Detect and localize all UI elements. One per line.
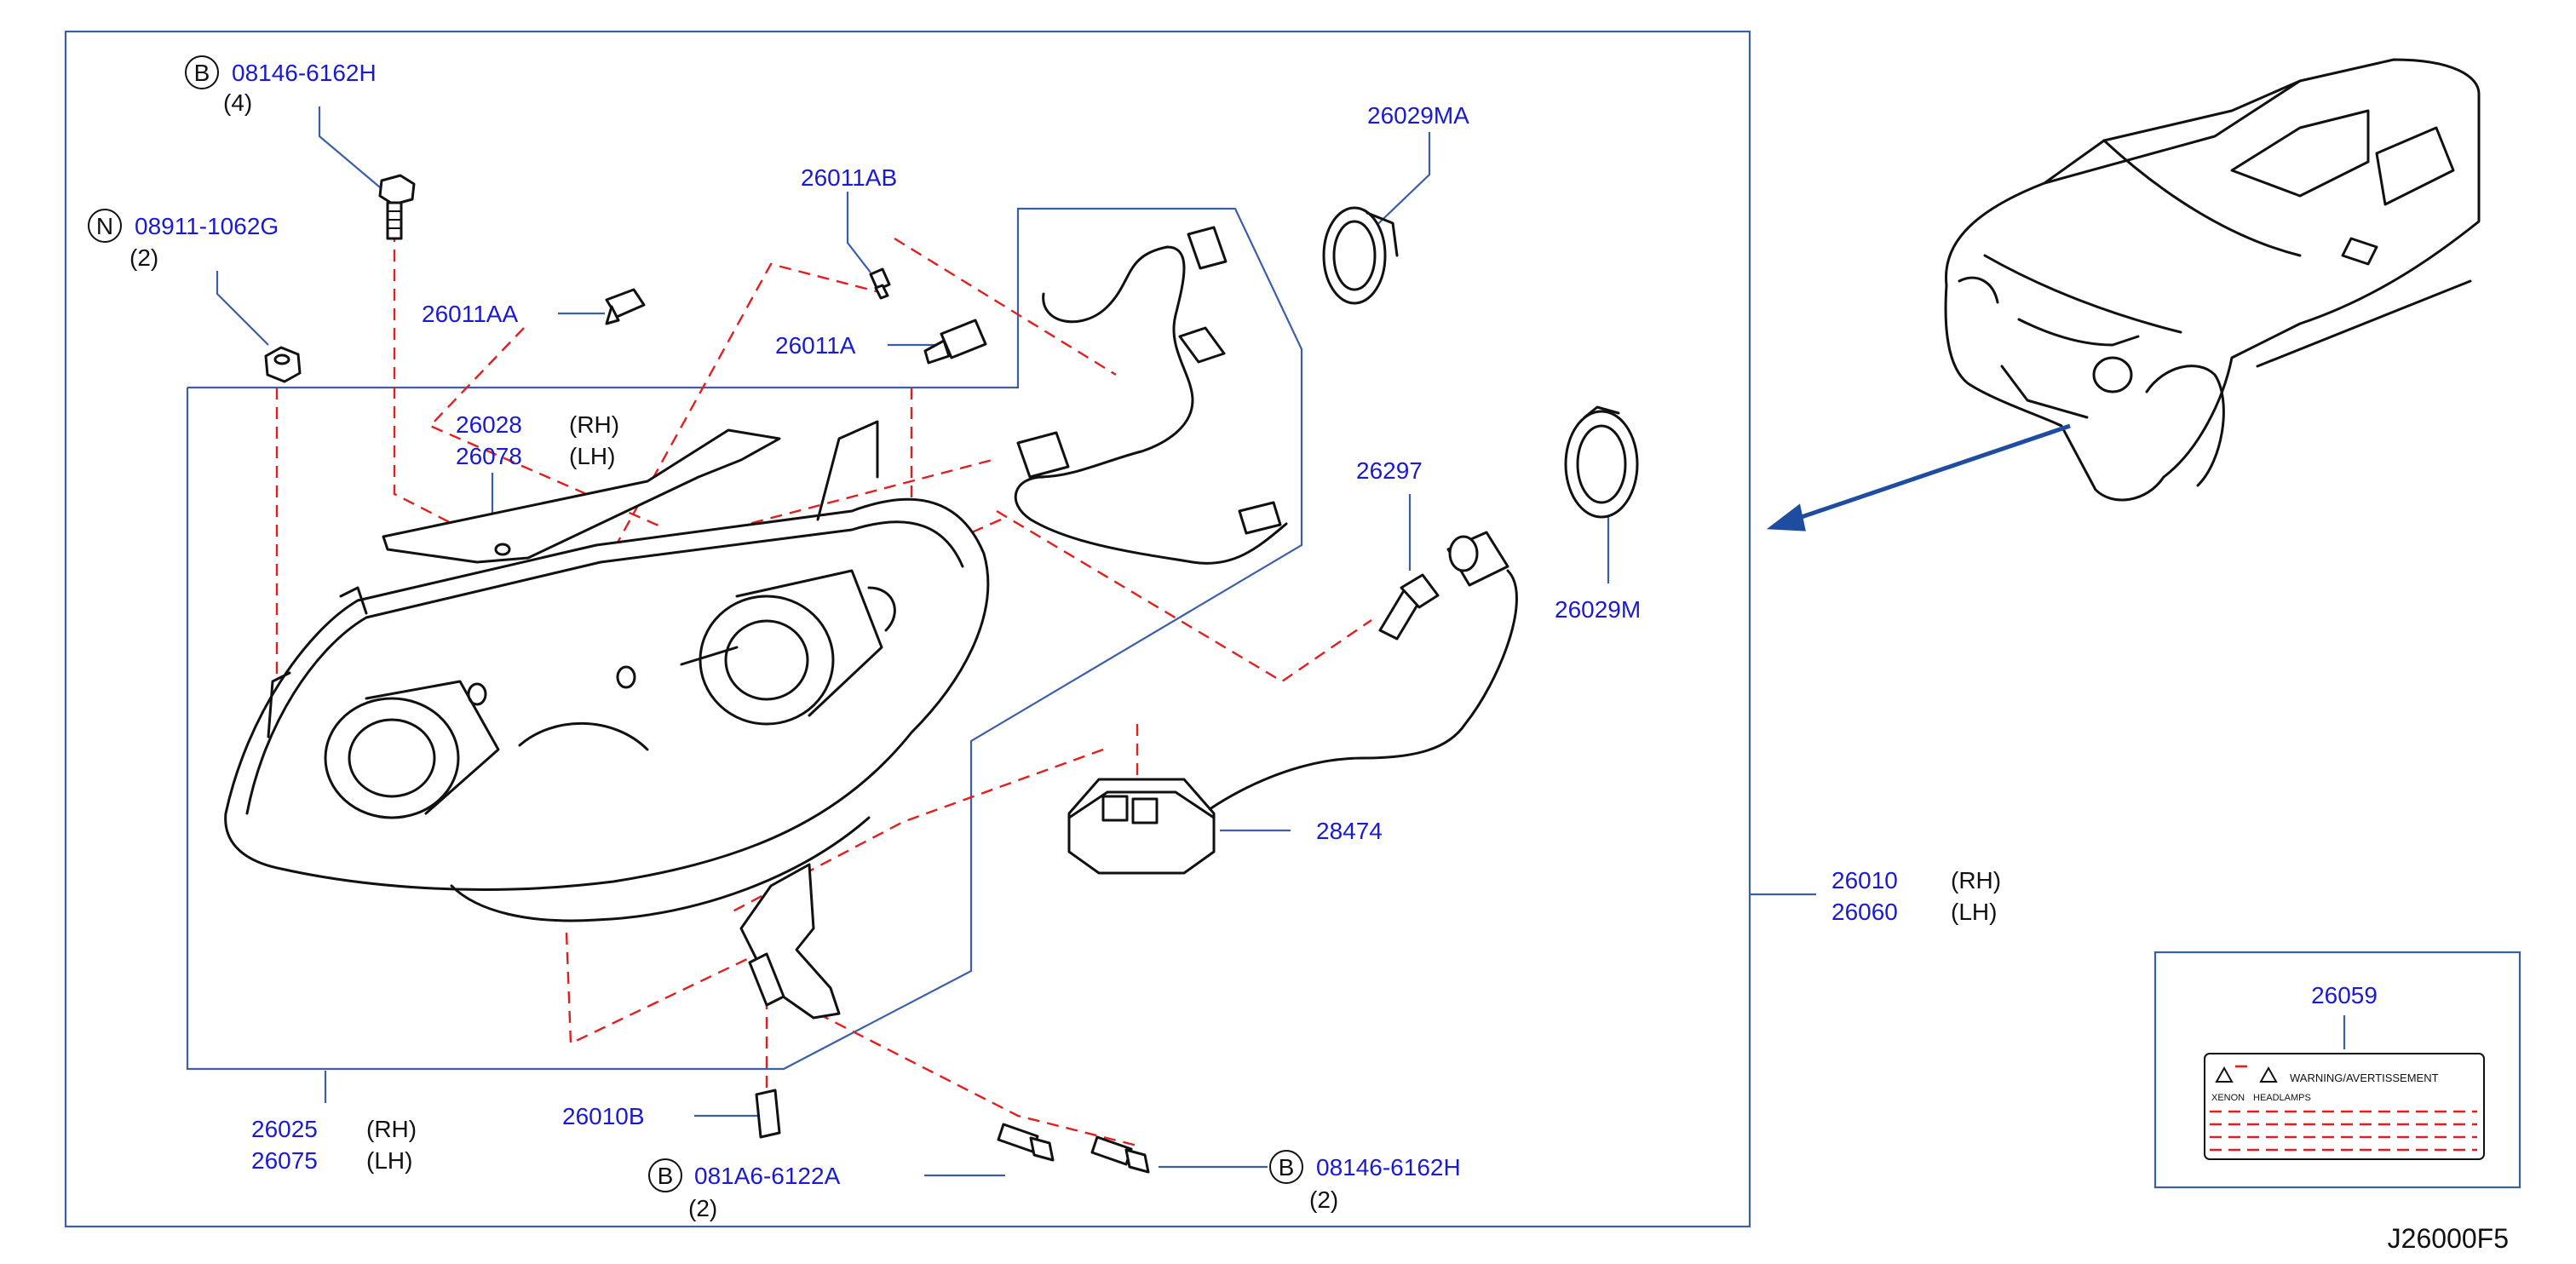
warning-label-col: XENON — [2211, 1093, 2245, 1103]
warning-label-col: HEADLAMPS — [2253, 1093, 2311, 1103]
part-number[interactable]: 26010B — [562, 1103, 645, 1129]
quantity: (2) — [1309, 1186, 1338, 1213]
part-number[interactable]: 26029M — [1555, 596, 1641, 623]
bracket-icon — [382, 428, 781, 564]
cover-ring-icon — [1564, 405, 1639, 519]
part-number[interactable]: 08911-1062G — [135, 213, 279, 239]
part-number[interactable]: 081A6-6122A — [694, 1163, 841, 1189]
part-number[interactable]: 26297 — [1356, 457, 1423, 484]
label-box — [2153, 951, 2521, 1189]
ballast-icon — [1067, 778, 1216, 875]
part-number[interactable]: 26011AB — [801, 164, 897, 191]
warning-triangle-icon — [2215, 1066, 2234, 1083]
vehicle-illustration — [1944, 58, 2481, 502]
part-number[interactable]: 08146-6162H — [232, 60, 377, 86]
part-number[interactable]: 26011A — [775, 332, 856, 359]
outer-frame — [64, 30, 1751, 1228]
warning-label-title: WARNING/AVERTISSEMENT — [2290, 1072, 2439, 1084]
bolt-icon — [997, 1123, 1055, 1162]
part-number[interactable]: 26060 — [1831, 899, 1898, 925]
bolt-icon — [378, 174, 416, 240]
warning-label — [2204, 1053, 2485, 1160]
side-label: (RH) — [366, 1116, 417, 1142]
callout-prefix: B — [1279, 1154, 1295, 1181]
prefix-circle — [648, 1158, 682, 1192]
xenon-bulb-icon — [1208, 531, 1518, 811]
part-number[interactable]: 26059 — [2311, 982, 2378, 1008]
part-number[interactable]: 28474 — [1316, 818, 1383, 844]
side-label: (LH) — [569, 443, 615, 469]
part-number[interactable]: 26028 — [456, 411, 522, 438]
part-number[interactable]: 26075 — [251, 1147, 318, 1174]
direction-arrow-icon — [1766, 423, 2071, 531]
socket-cap-icon — [1322, 206, 1399, 305]
prefix-circle — [1269, 1150, 1303, 1184]
prefix-circle — [88, 209, 122, 243]
part-number[interactable]: 26011AA — [422, 301, 518, 327]
nut-icon — [264, 346, 302, 383]
diagram-code: J26000F5 — [2388, 1223, 2509, 1254]
wedge-bulb-icon — [605, 288, 646, 325]
leader-lines — [216, 106, 2346, 1177]
wedge-bulb-icon — [869, 267, 891, 300]
part-number[interactable]: 26078 — [456, 443, 522, 469]
part-number[interactable]: 26029MA — [1367, 102, 1469, 129]
prefix-circle — [185, 55, 219, 89]
wire-harness-icon — [1014, 226, 1288, 565]
side-label: (RH) — [569, 411, 619, 438]
part-number[interactable]: 26025 — [251, 1116, 318, 1142]
callout-prefix: N — [96, 213, 113, 239]
side-label: (LH) — [366, 1147, 412, 1174]
warning-triangle-icon — [2259, 1066, 2278, 1083]
side-label: (RH) — [1951, 867, 2001, 893]
part-number[interactable]: 26010 — [1831, 867, 1898, 893]
bolt-icon — [1090, 1135, 1150, 1174]
quantity: (4) — [223, 89, 252, 116]
callout-prefix: B — [658, 1163, 674, 1189]
part-number[interactable]: 08146-6162H — [1316, 1154, 1461, 1181]
quantity: (2) — [688, 1195, 717, 1221]
assembly-frame — [186, 207, 1303, 1071]
callout-prefix: B — [194, 60, 210, 86]
headlamp-assembly — [224, 420, 990, 922]
bulb-icon — [923, 319, 987, 365]
clip-icon — [755, 1089, 781, 1139]
side-label: (LH) — [1951, 899, 1997, 925]
quantity: (2) — [129, 244, 158, 271]
mounting-bracket-icon — [739, 863, 841, 1020]
